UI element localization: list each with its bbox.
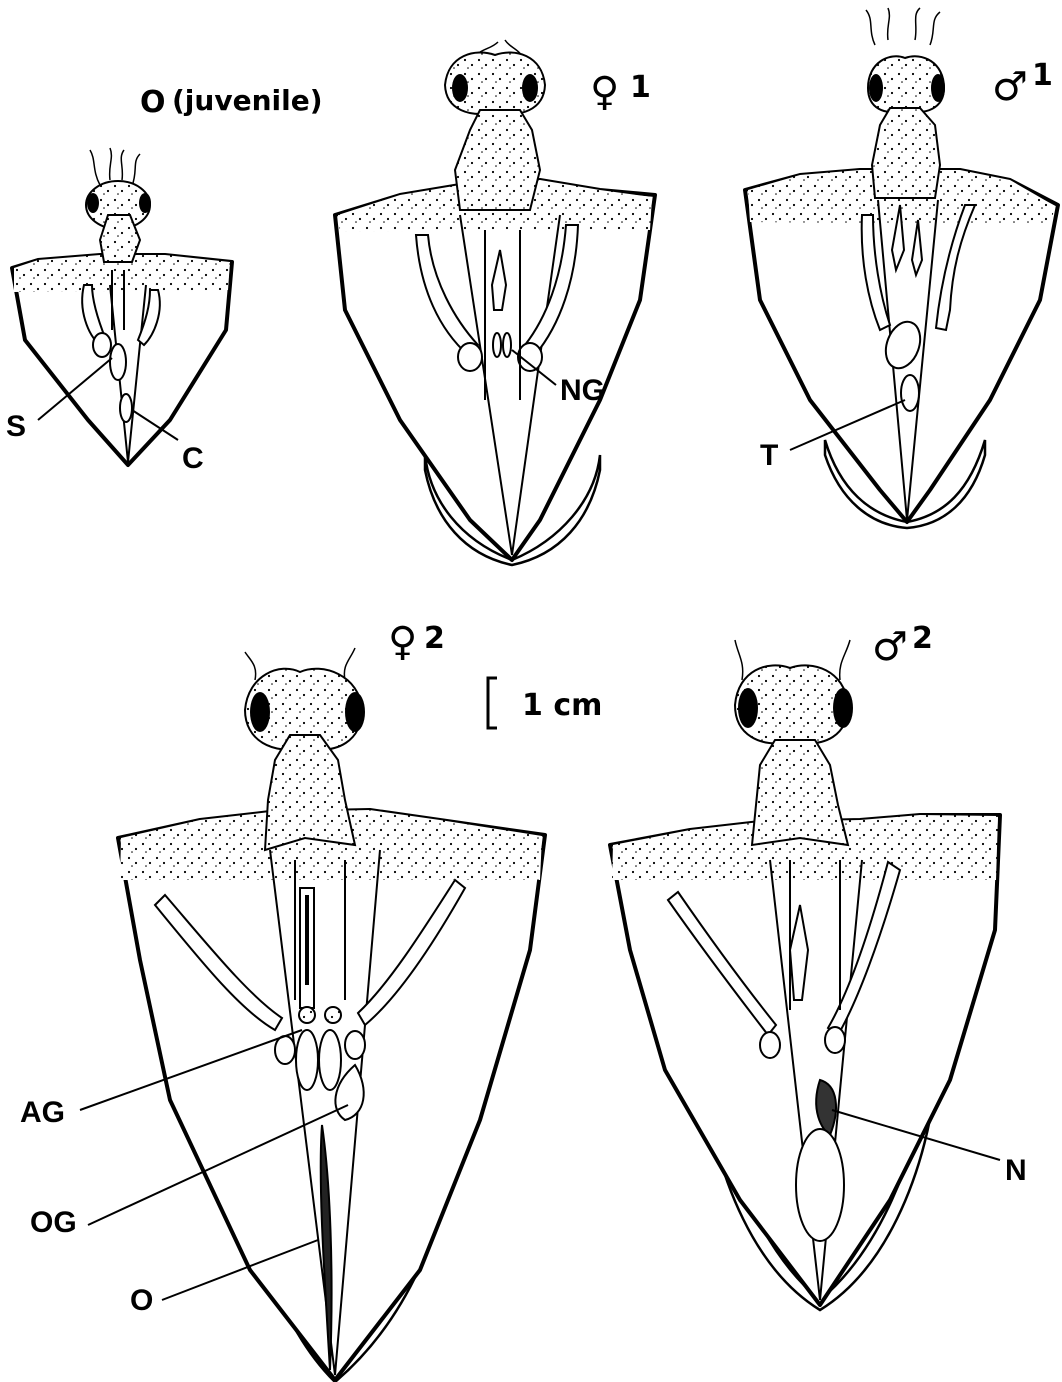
label-NG: NG [560,374,605,407]
label-C: C [182,442,204,475]
male-2-symbol: ♂ [872,624,908,670]
female-2-specimen [118,648,545,1382]
female-1-symbol: ♀ [590,69,619,115]
label-AG: AG [20,1096,65,1129]
label-O: O [130,1284,153,1317]
female-1-number: 1 [630,70,651,105]
male-1-number: 1 [1032,58,1053,93]
label-S: S [6,410,26,443]
label-OG: OG [30,1206,77,1239]
male-2-number: 2 [912,621,933,656]
label-N: N [1005,1154,1027,1187]
label-T: T [760,439,778,472]
scale-bar-bracket [488,678,497,728]
female-2-number: 2 [424,621,445,656]
scale-bar-label: 1 cm [522,688,602,723]
juvenile-stage-text: (juvenile) [172,84,323,117]
juvenile-stage-symbol: O [140,85,166,120]
juvenile-specimen [12,148,232,465]
male-2-specimen [610,640,1000,1310]
female-2-symbol: ♀ [388,619,417,665]
female-1-specimen [335,40,655,565]
male-1-symbol: ♂ [992,64,1028,110]
